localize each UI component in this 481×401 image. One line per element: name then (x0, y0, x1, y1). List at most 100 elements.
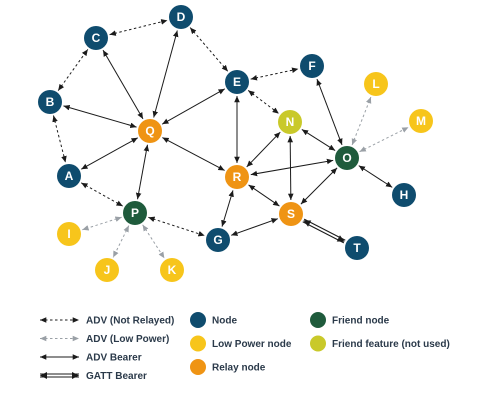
node-s: S (279, 202, 303, 226)
node-a: A (57, 164, 81, 188)
node-circle (345, 236, 369, 260)
edge-n-s (287, 135, 294, 201)
node-label: B (46, 95, 55, 109)
node-circle (38, 90, 62, 114)
edge-c-d (109, 19, 168, 36)
node-label: K (168, 263, 177, 277)
edge-o-s (300, 167, 338, 205)
legend-label: Low Power node (212, 339, 292, 350)
node-circle (335, 146, 359, 170)
node-label: Q (145, 124, 154, 138)
node-h: H (392, 183, 416, 207)
node-circle (279, 202, 303, 226)
node-i: I (57, 222, 81, 246)
edge-q-r (162, 137, 225, 171)
node-circle (225, 165, 249, 189)
legend: ADV (Not Relayed) ADV (Low Power) ADV Bear… (40, 312, 450, 382)
edge-b-a (52, 115, 67, 163)
legend-swatch (310, 335, 326, 352)
legend-item-gatt-bearer: GATT Bearer (40, 371, 147, 382)
node-j: J (95, 258, 119, 282)
node-label: R (233, 170, 242, 184)
edge-e-n (247, 90, 280, 114)
legend-item-relay: Relay node (190, 359, 266, 375)
node-e: E (225, 70, 249, 94)
node-label: J (104, 263, 111, 277)
node-circle (225, 70, 249, 94)
node-circle (392, 183, 416, 207)
edge-e-f (250, 67, 299, 81)
legend-swatch (310, 312, 326, 328)
node-g: G (206, 228, 230, 252)
node-circle (160, 258, 184, 282)
edge-q-p (135, 144, 150, 200)
edge-a-p (80, 182, 124, 207)
legend-label: Node (212, 316, 237, 327)
legend-swatch (40, 372, 79, 379)
node-label: A (65, 169, 74, 183)
node-label: M (416, 114, 426, 128)
edge-r-g (221, 190, 234, 227)
node-label: N (286, 115, 295, 129)
legend-label: ADV (Not Relayed) (86, 316, 174, 327)
node-label: G (213, 233, 222, 247)
legend-label: Relay node (212, 363, 266, 374)
legend-swatch (190, 335, 206, 352)
node-circle (95, 258, 119, 282)
node-n: N (278, 110, 302, 134)
node-o: O (335, 146, 359, 170)
edge-q-b (63, 104, 137, 129)
legend-item-adv-low-power: ADV (Low Power) (40, 334, 169, 345)
edges-layer (52, 19, 409, 259)
node-l: L (364, 72, 388, 96)
node-b: B (38, 90, 62, 114)
edge-o-m (359, 126, 409, 153)
edge-o-l (351, 96, 372, 146)
legend-label: Friend node (332, 316, 390, 327)
node-circle (409, 109, 433, 133)
edge-n-o (301, 129, 336, 151)
edge-q-c (102, 49, 144, 120)
node-label: E (233, 75, 241, 89)
node-label: T (353, 241, 361, 255)
nodes-layer: A B C D E F G H I J K L M N O P Q R S T (38, 5, 433, 282)
node-circle (300, 54, 324, 78)
node-label: C (92, 31, 101, 45)
legend-item-adv-not-relayed: ADV (Not Relayed) (40, 316, 174, 327)
legend-swatch (190, 359, 206, 375)
node-circle (206, 228, 230, 252)
node-label: S (287, 207, 295, 221)
edge-p-j (112, 225, 130, 258)
node-circle (278, 110, 302, 134)
edge-r-o (250, 158, 334, 177)
edge-d-e (189, 27, 229, 72)
edge-p-i (82, 216, 122, 231)
legend-label: ADV (Low Power) (86, 334, 169, 345)
node-f: F (300, 54, 324, 78)
edge-o-h (358, 165, 393, 188)
edge-p-k (142, 224, 165, 259)
edge-b-c (57, 49, 89, 91)
legend-item-low-power: Low Power node (190, 335, 292, 352)
node-circle (57, 222, 81, 246)
node-label: P (131, 206, 139, 220)
legend-item-friend-feature: Friend feature (not used) (310, 335, 450, 352)
node-label: H (400, 188, 409, 202)
legend-label: ADV Bearer (86, 353, 142, 364)
node-k: K (160, 258, 184, 282)
node-circle (123, 201, 147, 225)
legend-item-adv-bearer: ADV Bearer (40, 353, 142, 364)
legend-label: GATT Bearer (86, 371, 147, 382)
node-label: D (177, 10, 186, 24)
node-label: L (372, 77, 379, 91)
edge-f-o (316, 78, 343, 146)
legend-label: Friend feature (not used) (332, 339, 450, 350)
node-p: P (123, 201, 147, 225)
legend-swatch (190, 312, 206, 328)
node-q: Q (138, 119, 162, 143)
edge-s-g (231, 218, 278, 236)
node-label: F (308, 59, 315, 73)
node-t: T (345, 236, 369, 260)
edge-q-e (161, 88, 226, 125)
